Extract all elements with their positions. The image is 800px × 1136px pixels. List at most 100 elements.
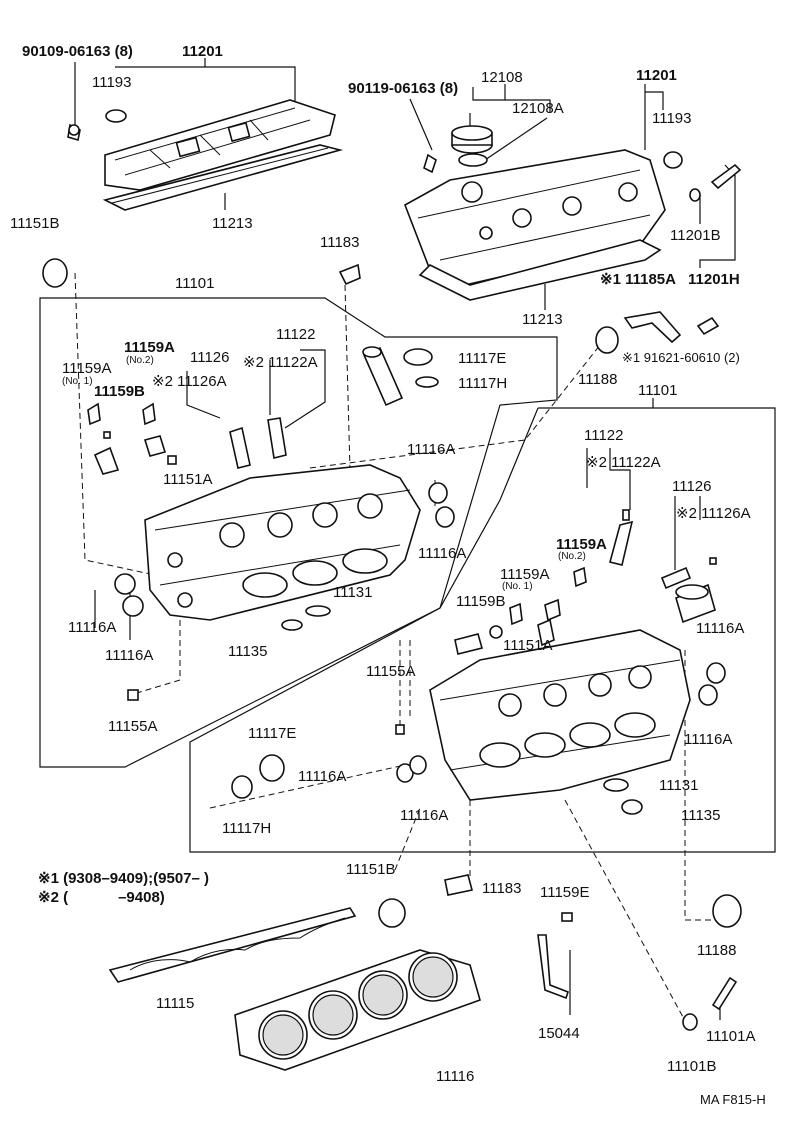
valve-guide-parts-right [395, 509, 717, 735]
label-11155A-right: 11155A [366, 663, 416, 680]
seal-11151B-top [42, 258, 68, 288]
seal-11151B-bottom [378, 898, 406, 928]
label-11131-right: 11131 [659, 777, 699, 794]
label-11183-top: 11183 [320, 234, 360, 251]
seal-11188-top [595, 326, 619, 354]
label-11116A-r4: 11116A [400, 807, 448, 824]
valve-guide-11116A-r1 [706, 662, 726, 684]
label-11151B-bottom: 11151B [346, 861, 396, 878]
label-11101B: 11101B [667, 1058, 717, 1075]
label-11188-bottom: 11188 [697, 942, 737, 959]
label-11116A-r3: 11116A [298, 768, 346, 785]
label-11201-right: 11201 [636, 67, 677, 84]
plug-11117E-bottom [259, 754, 285, 782]
label-11193-left: 11193 [92, 74, 132, 91]
label-15044: 15044 [538, 1025, 580, 1042]
label-11213-right: 11213 [522, 311, 563, 328]
label-11116A-r1: 11116A [696, 620, 744, 637]
label-11126-left: 11126 [190, 349, 230, 366]
diagram-code: MA F815-H [700, 1092, 766, 1107]
bracket-11185A [623, 311, 682, 344]
label-11126-right: 11126 [672, 478, 712, 495]
plug-11183-bottom [444, 874, 473, 896]
ring-11117H-bottom [231, 775, 253, 799]
label-90119: 90119-06163 (8) [348, 80, 458, 97]
label-11116A-l2: 11116A [418, 545, 466, 562]
oil-filler-cap-12108 [451, 125, 493, 167]
label-11101-left: 11101 [175, 275, 215, 292]
ring-11131-right [603, 778, 629, 792]
label-11159A-no1-left: 11159A [62, 360, 112, 377]
bolt-91621 [696, 316, 720, 336]
label-11159A-no2-left: 11159A [124, 339, 175, 356]
oil-seal-11193-right [663, 151, 683, 169]
right-cylinder-head [429, 629, 691, 801]
valve-guide-11116A-3 [114, 573, 136, 595]
bolt-90119 [423, 153, 437, 174]
label-11117E-bottom: 11117E [248, 725, 296, 742]
label-11201B: 11201B [670, 227, 721, 244]
label-11115: 11115 [156, 995, 194, 1012]
valve-guide-11116A-r2 [698, 684, 718, 706]
part-labels: 90109-06163 (8) 11201 11193 11213 11151B… [10, 43, 766, 1107]
label-12108A: 12108A [512, 100, 564, 117]
valve-guide-11116A-1 [428, 482, 448, 504]
bolt-right-top [710, 163, 742, 190]
label-11155A-left: 11155A [108, 718, 158, 735]
label-11126A-right: ※2 11126A [676, 505, 751, 522]
valve-guide-parts-left [87, 346, 439, 475]
label-11188-top: 11188 [578, 371, 618, 388]
label-11151A-right: 11151A [503, 637, 553, 654]
label-11122-right: 11122 [584, 427, 624, 444]
label-11101A: 11101A [706, 1028, 756, 1045]
label-11135-right: 11135 [681, 807, 721, 824]
label-11116A-l4: 11116A [105, 647, 153, 664]
label-11201-left: 11201 [182, 43, 223, 60]
note-2: ※2 ( –9408) [38, 889, 165, 906]
plug-11155A-left [127, 689, 139, 701]
label-no1-left: (No. 1) [62, 376, 93, 387]
ring-11131-left [305, 605, 331, 617]
right-valve-cover [404, 149, 666, 301]
left-valve-cover [102, 99, 344, 211]
label-11201H: 11201H [688, 271, 740, 288]
label-11117E-top: 11117E [458, 350, 506, 367]
washer-11201B [689, 188, 701, 202]
label-11159E: 11159E [540, 884, 590, 901]
label-11159B-right: 11159B [456, 593, 506, 610]
bolt-90109 [67, 123, 81, 142]
label-11159A-no1-right: 11159A [500, 566, 550, 583]
label-11159B-left: 11159B [94, 383, 145, 400]
label-11116-bottom: 11116 [436, 1068, 474, 1085]
label-11122-left: 11122 [276, 326, 316, 343]
ring-11135-right [621, 799, 643, 815]
label-no2-left: (No.2) [126, 355, 154, 366]
label-11101-right: 11101 [638, 382, 678, 399]
label-91621: ※1 91621-60610 (2) [622, 350, 740, 365]
label-11117H-bottom: 11117H [222, 820, 271, 837]
label-11135-left: 11135 [228, 643, 268, 660]
label-11131-left: 11131 [333, 584, 373, 601]
label-11126A-left: ※2 11126A [152, 373, 227, 390]
label-11116A-l3: 11116A [68, 619, 116, 636]
note-1: ※1 (9308–9409);(9507– ) [38, 870, 209, 887]
label-11116A-r2: 11116A [684, 731, 732, 748]
label-11116A-l1: 11116A [407, 441, 455, 458]
sensor-15044 [537, 912, 573, 1000]
bolt-11101A [711, 976, 738, 1011]
valve-guide-11116A-2 [435, 506, 455, 528]
label-no1-right: (No. 1) [502, 581, 533, 592]
seal-11188-bottom [712, 894, 742, 928]
label-no2-right: (No.2) [558, 551, 586, 562]
label-11185A: ※1 11185A [600, 271, 676, 288]
oil-seal-11193-left [105, 109, 127, 123]
label-90109: 90109-06163 (8) [22, 43, 133, 60]
label-11193-right: 11193 [652, 110, 692, 127]
ring-11135-left [281, 619, 303, 631]
label-11159A-no2-right: 11159A [556, 536, 607, 553]
label-11122A-right: ※2 11122A [586, 454, 661, 471]
plug-11183-top [338, 263, 361, 286]
gasket-11115 [108, 907, 357, 983]
